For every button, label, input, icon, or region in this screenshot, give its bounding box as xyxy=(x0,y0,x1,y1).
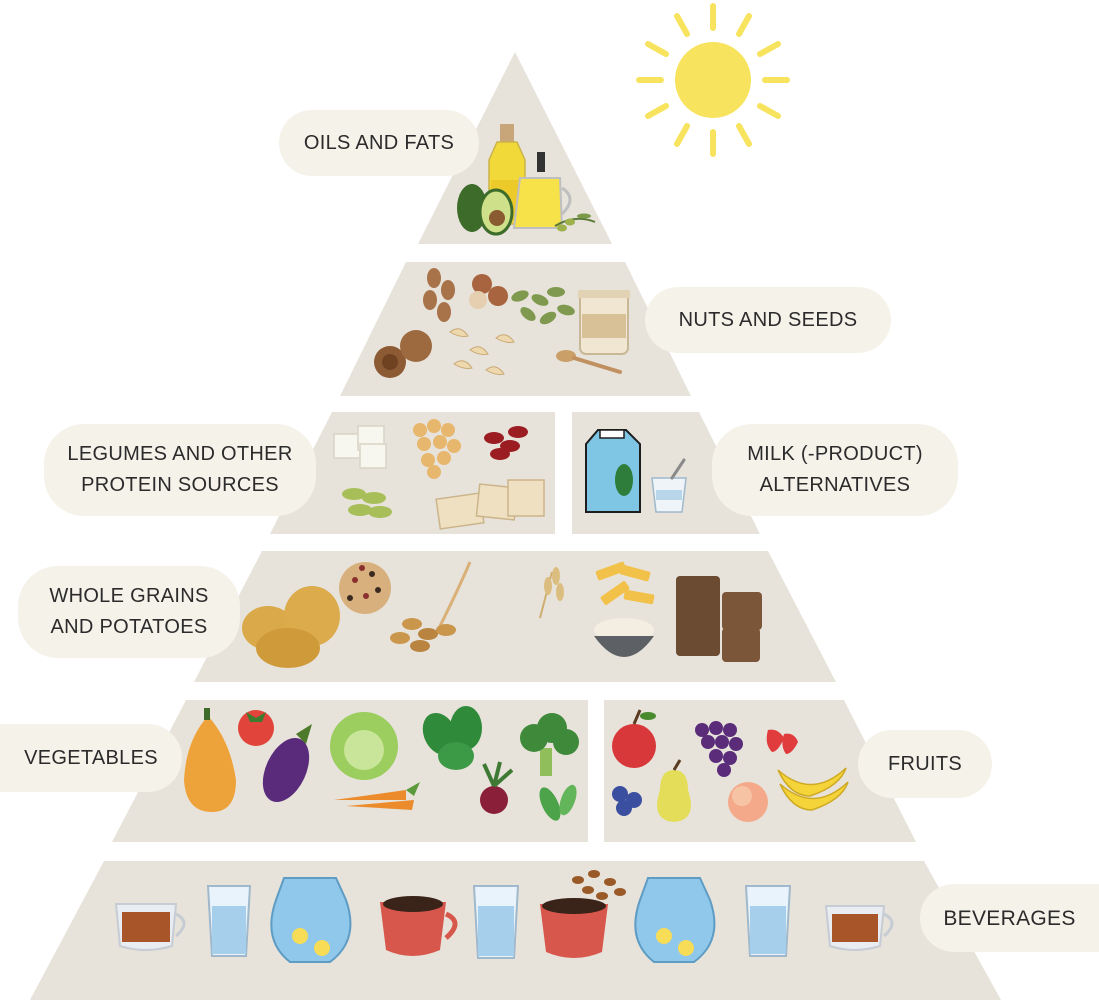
label-milk-product-alternatives: MILK (-PRODUCT) ALTERNATIVES xyxy=(712,424,958,516)
whole-grain-bread-icon xyxy=(676,576,762,662)
walnuts-icon xyxy=(374,330,432,378)
pumpkin-seeds-icon xyxy=(511,287,575,325)
tempeh-icon xyxy=(435,479,545,530)
chickpeas-icon xyxy=(413,419,461,479)
apple-icon xyxy=(612,709,656,768)
label-whole-grains-and-potatoes: WHOLE GRAINS AND POTATOES xyxy=(18,566,240,658)
eggplant-icon xyxy=(262,724,312,802)
almonds-icon xyxy=(423,268,455,322)
oil-jug-icon xyxy=(512,152,572,229)
potatoes-icon xyxy=(242,586,340,668)
spinach-icon xyxy=(422,706,482,770)
quinoa-icon xyxy=(339,562,391,614)
water-glass-icon xyxy=(206,885,252,957)
oats-icon xyxy=(390,561,472,652)
yogurt-cup-icon xyxy=(651,458,687,513)
peas-icon xyxy=(539,784,577,821)
penne-pasta-icon xyxy=(595,561,655,605)
rice-bowl-icon xyxy=(594,618,654,657)
milk-carton-icon xyxy=(585,429,641,513)
lemon-water-jug-icon xyxy=(634,877,716,963)
kidney-beans-icon xyxy=(484,426,528,460)
tea-cup-icon xyxy=(824,905,894,951)
coffee-beans-cup-icon xyxy=(540,870,626,958)
tomato-icon xyxy=(238,710,274,746)
nut-butter-jar-icon xyxy=(578,290,630,355)
tea-cup-icon xyxy=(114,903,186,951)
cashews-icon xyxy=(449,328,515,375)
label-fruits: FRUITS xyxy=(858,730,992,798)
grapes-icon xyxy=(695,721,743,777)
bananas-icon xyxy=(777,767,849,811)
edamame-icon xyxy=(342,488,392,518)
blueberries-icon xyxy=(612,786,642,816)
hazelnuts-icon xyxy=(469,274,508,309)
strawberries-icon xyxy=(766,729,798,754)
olive-branch-icon xyxy=(554,213,596,232)
broccoli-icon xyxy=(520,713,579,776)
wheat-icon xyxy=(539,567,564,619)
label-beverages: BEVERAGES xyxy=(920,884,1099,952)
water-glass-icon xyxy=(744,885,792,957)
label-legumes-and-other-protein-sources: LEGUMES AND OTHER PROTEIN SOURCES xyxy=(44,424,316,516)
sun-icon xyxy=(636,3,790,157)
coffee-cup-icon xyxy=(380,896,458,956)
label-vegetables: VEGETABLES xyxy=(0,724,182,792)
water-glass-icon xyxy=(472,885,520,959)
carrots-icon xyxy=(334,782,420,810)
spoon-icon xyxy=(556,350,622,374)
pumpkin-icon xyxy=(184,708,236,812)
tofu-icon xyxy=(333,425,387,469)
label-nuts-and-seeds: NUTS AND SEEDS xyxy=(645,287,891,353)
label-oils-and-fats: OILS AND FATS xyxy=(279,110,479,176)
pear-icon xyxy=(657,759,691,822)
avocado-icon xyxy=(457,184,514,236)
lemon-water-jug-icon xyxy=(270,877,352,963)
cabbage-icon xyxy=(330,712,398,780)
beetroot-icon xyxy=(480,761,514,814)
peach-icon xyxy=(728,782,768,822)
